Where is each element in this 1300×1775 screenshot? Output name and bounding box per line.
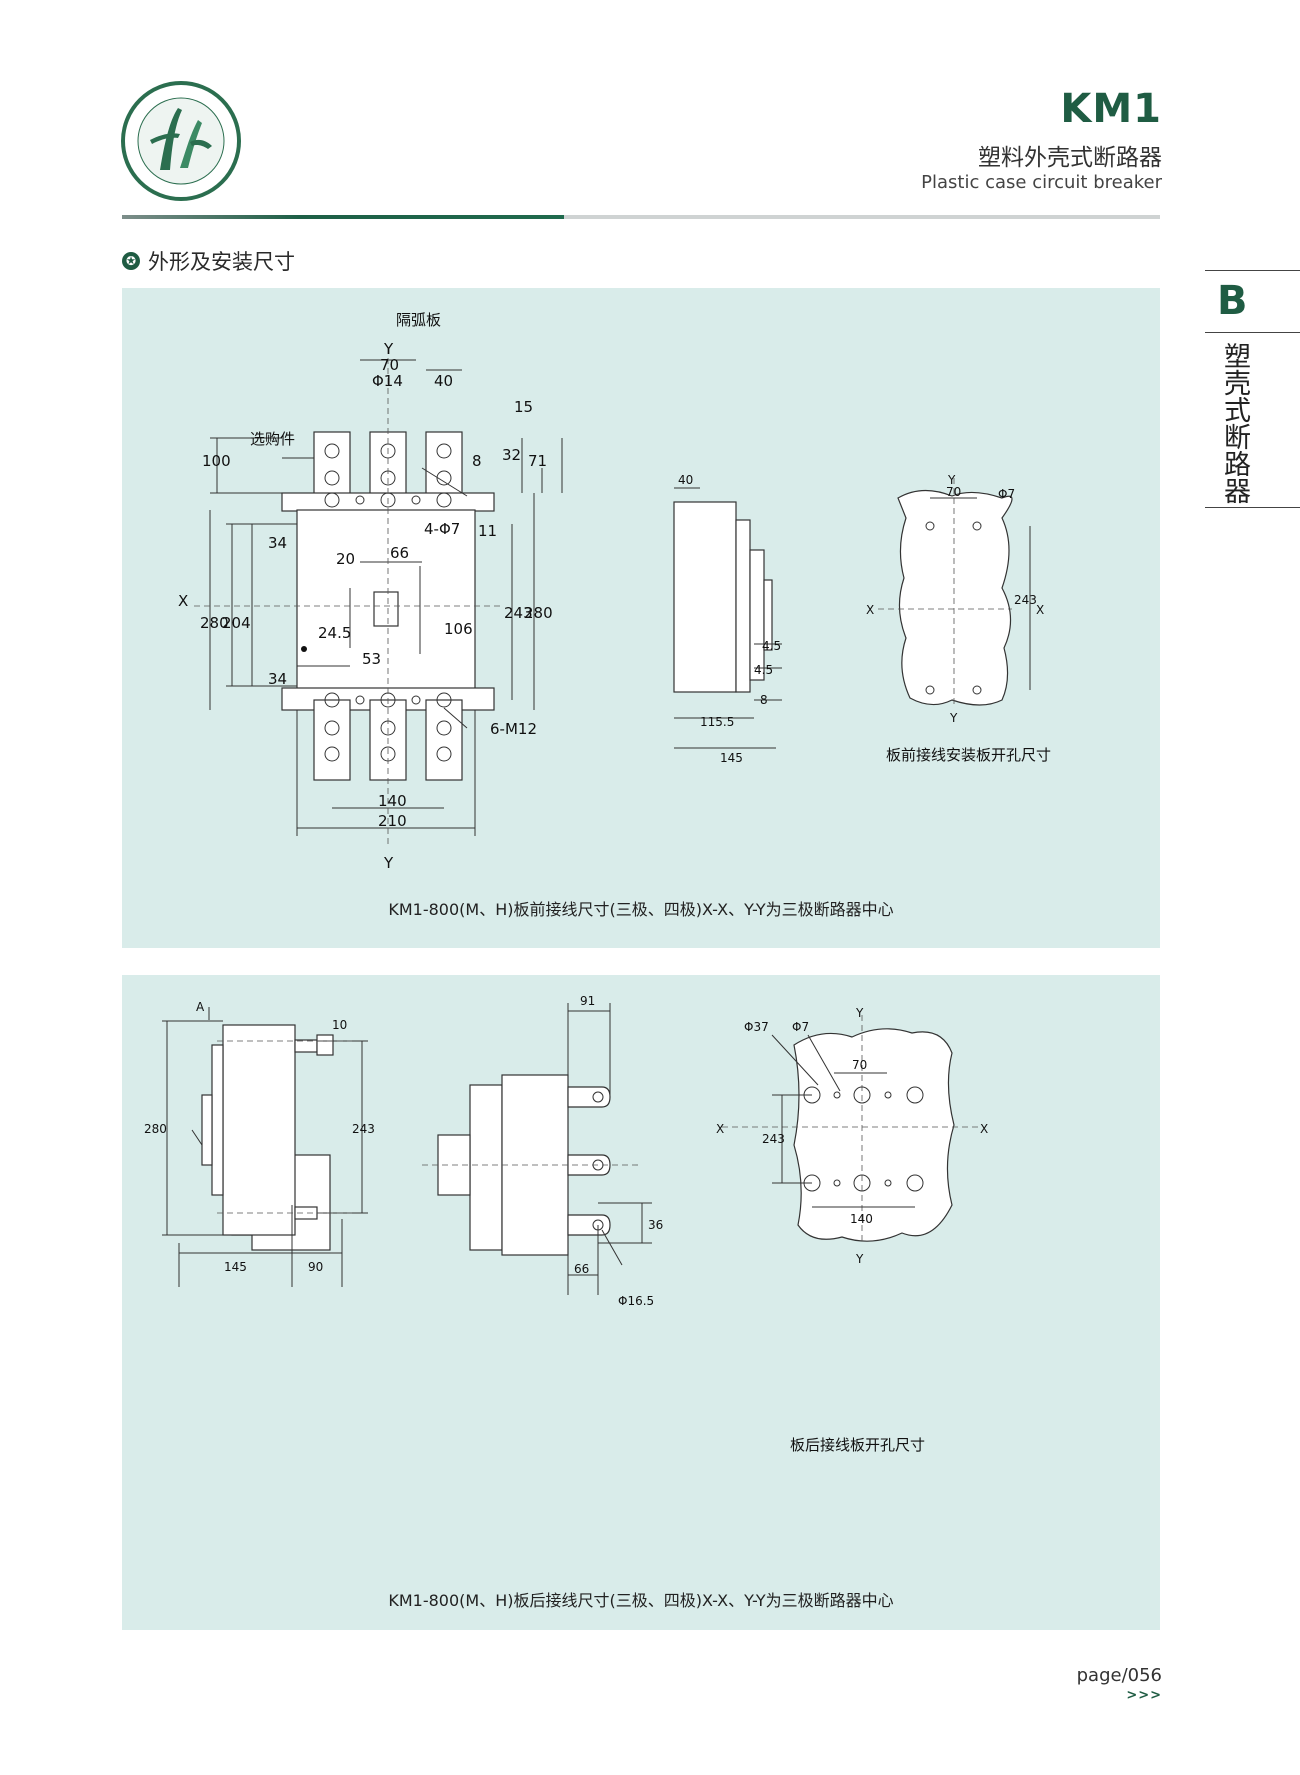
front-cutout-caption: 板前接线安装板开孔尺寸 <box>886 746 1051 764</box>
cutout-x-left: X <box>866 603 874 617</box>
divider <box>1205 507 1300 508</box>
cutout-y-bottom: Y <box>949 711 958 725</box>
rear-cutout-y-bottom: Y <box>855 1252 864 1266</box>
side-dim-4-5-b: 4.5 <box>754 663 773 677</box>
rear-cutout-phi7: Φ7 <box>792 1020 809 1034</box>
dim-34-top: 34 <box>268 534 287 552</box>
label-y-top: Y <box>383 340 394 358</box>
dim-34-bottom: 34 <box>268 670 287 688</box>
front-wiring-panel: Y 隔弧板 选购件 X 4-Φ7 6-M12 Y 70 Φ14 40 15 10… <box>122 288 1160 948</box>
side-dim-8: 8 <box>760 693 768 707</box>
dim-phi14: Φ14 <box>372 372 403 390</box>
rear-view-dim-36: 36 <box>648 1218 663 1232</box>
cutout-y-top: Y <box>947 473 956 487</box>
rear-wiring-panel: A 10 280 243 145 90 <box>122 975 1160 1630</box>
product-title-en: Plastic case circuit breaker <box>921 172 1162 193</box>
rear-cutout-dim-70: 70 <box>852 1058 867 1072</box>
rear-view-dim-phi16-5: Φ16.5 <box>618 1294 654 1308</box>
cutout-x-right: X <box>1036 603 1044 617</box>
side-dim-40: 40 <box>678 473 693 487</box>
product-title-cn: 塑料外壳式断路器 <box>978 145 1162 171</box>
rear-wiring-caption: KM1-800(M、H)板后接线尺寸(三极、四极)X-X、Y-Y为三极断路器中心 <box>388 1591 894 1610</box>
divider <box>1205 332 1300 333</box>
divider <box>1205 270 1300 271</box>
rear-cutout-phi37: Φ37 <box>744 1020 769 1034</box>
rear-cutout-dim-140: 140 <box>850 1212 873 1226</box>
label-optional-part: 选购件 <box>250 430 295 448</box>
dim-71: 71 <box>528 452 547 470</box>
dim-210: 210 <box>378 812 407 830</box>
company-logo <box>121 81 241 201</box>
side-dim-145: 145 <box>720 751 743 765</box>
dim-243: 243 <box>504 604 533 622</box>
label-hole-4: 4-Φ7 <box>424 520 460 538</box>
rear-view-dim-66: 66 <box>574 1262 589 1276</box>
dim-204: 204 <box>222 614 251 632</box>
side-tab: B 塑壳式断路器 <box>1205 270 1300 510</box>
section-title-text: 外形及安装尺寸 <box>148 250 295 274</box>
rear-cutout-x-left: X <box>716 1122 724 1136</box>
label-arc-plate: 隔弧板 <box>396 311 441 329</box>
product-model: KM1 <box>1060 86 1162 132</box>
page-number: page/056 <box>1076 1665 1162 1686</box>
rear-side-dim-10: 10 <box>332 1018 347 1032</box>
cutout-phi7: Φ7 <box>998 487 1015 501</box>
cutout-dim-243: 243 <box>1014 593 1037 607</box>
rear-side-dim-90: 90 <box>308 1260 323 1274</box>
dim-11: 11 <box>478 522 497 540</box>
header-rule <box>122 215 1160 219</box>
header-rule-accent <box>122 215 564 219</box>
dim-70: 70 <box>380 356 399 374</box>
dim-280-left: 280 <box>200 614 229 632</box>
section-heading: ✪ 外形及安装尺寸 <box>122 246 295 276</box>
label-thread-6: 6-M12 <box>490 720 537 738</box>
rear-cutout-caption: 板后接线板开孔尺寸 <box>790 1436 925 1454</box>
side-tab-label: 塑壳式断路器 <box>1219 342 1250 504</box>
side-dim-115-5: 115.5 <box>700 715 734 729</box>
rear-panel-render: A 10 280 243 145 90 <box>144 994 988 1454</box>
next-page-arrows[interactable]: >>> <box>1126 1688 1162 1703</box>
front-wiring-drawing: Y 隔弧板 选购件 X 4-Φ7 6-M12 Y 70 Φ14 40 15 10… <box>178 311 1051 872</box>
cutout-dim-70: 70 <box>946 485 961 499</box>
dim-280-right: 280 <box>524 604 553 622</box>
rear-cutout-shape <box>793 1028 955 1242</box>
dim-53: 53 <box>362 650 381 668</box>
star-bullet-icon: ✪ <box>122 252 140 270</box>
rear-side-dim-145: 145 <box>224 1260 247 1274</box>
rear-side-label-a: A <box>196 1000 205 1014</box>
rear-cutout-x-right: X <box>980 1122 988 1136</box>
dim-8: 8 <box>472 452 482 470</box>
label-y-bottom: Y <box>383 854 394 872</box>
dim-100: 100 <box>202 452 231 470</box>
dim-140: 140 <box>378 792 407 810</box>
dim-106: 106 <box>444 620 473 638</box>
rear-side-dim-280: 280 <box>144 1122 167 1136</box>
side-dim-4-5-a: 4.5 <box>762 639 781 653</box>
dim-15: 15 <box>514 398 533 416</box>
rear-view-dim-91: 91 <box>580 994 595 1008</box>
dim-32: 32 <box>502 446 521 464</box>
dim-40: 40 <box>434 372 453 390</box>
dim-24-5: 24.5 <box>318 624 351 642</box>
side-tab-letter: B <box>1217 278 1248 324</box>
dim-66: 66 <box>390 544 409 562</box>
rear-side-dim-243: 243 <box>352 1122 375 1136</box>
front-cutout-shape <box>897 489 1013 706</box>
rear-cutout-y-top: Y <box>855 1006 864 1020</box>
rear-cutout-dim-243: 243 <box>762 1132 785 1146</box>
front-wiring-caption: KM1-800(M、H)板前接线尺寸(三极、四极)X-X、Y-Y为三极断路器中心 <box>388 900 894 919</box>
label-x-left: X <box>178 592 188 610</box>
dim-20: 20 <box>336 550 355 568</box>
